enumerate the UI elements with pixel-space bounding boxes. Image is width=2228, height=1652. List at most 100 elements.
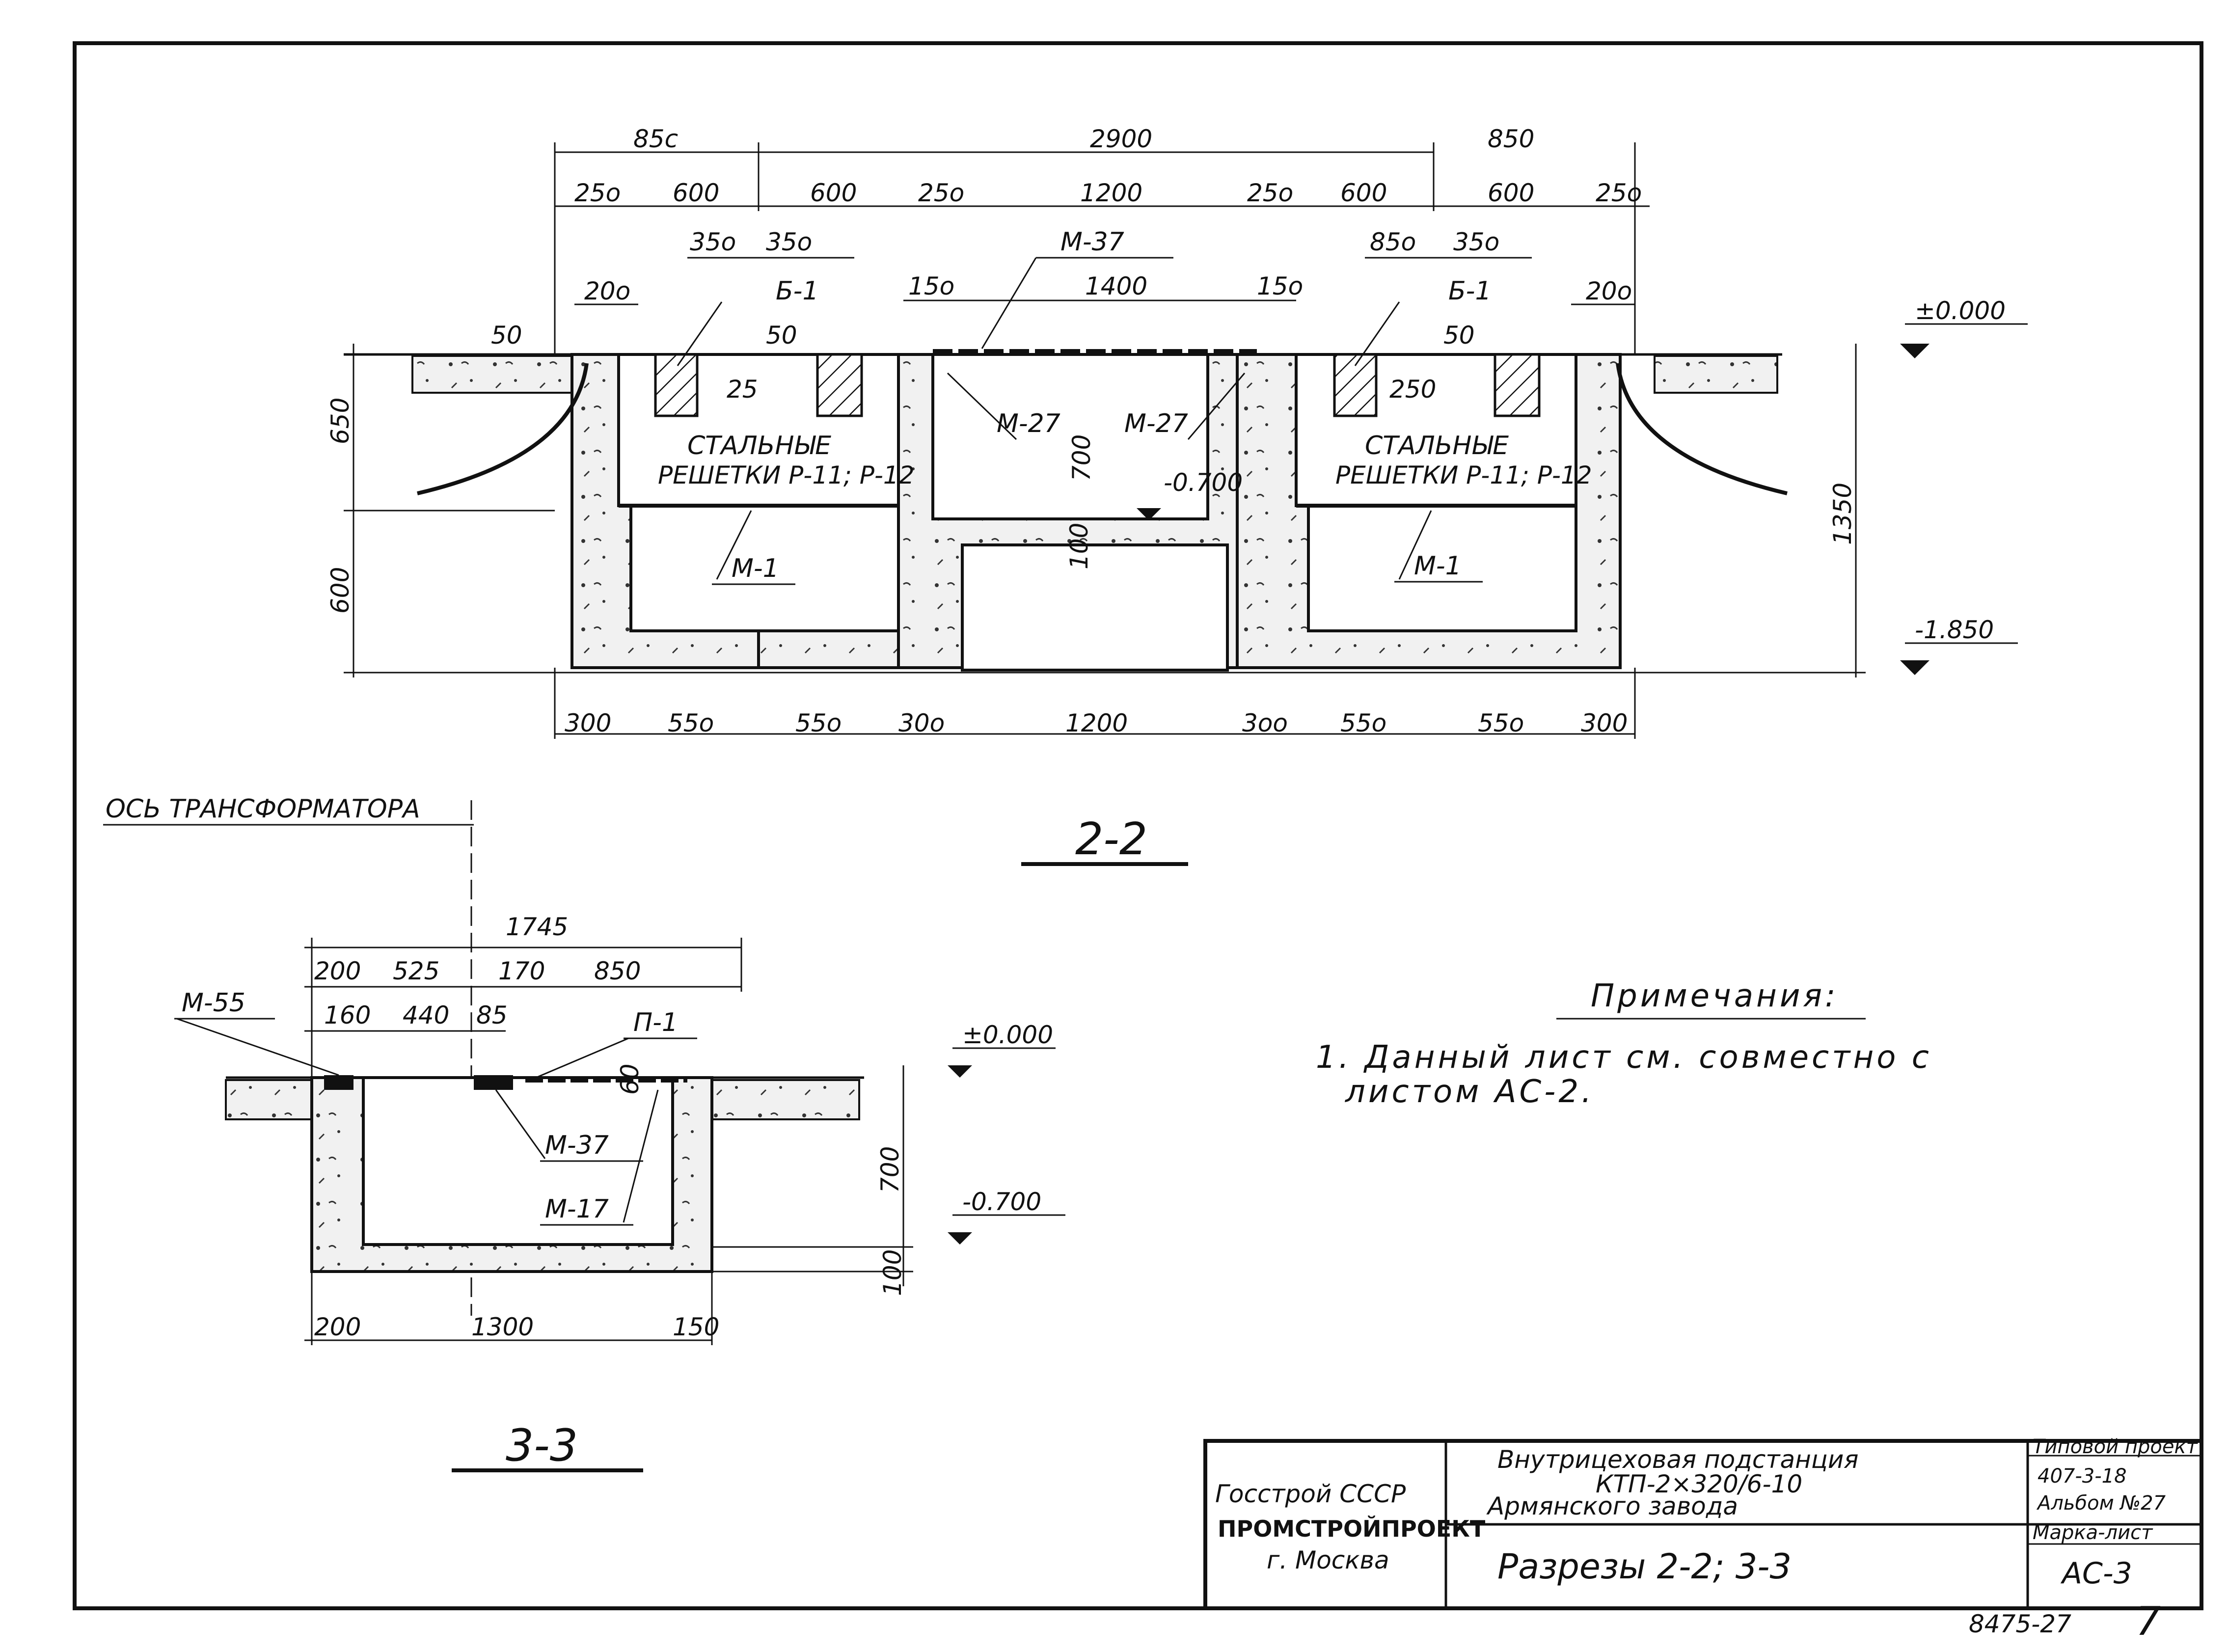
notes: Примечания: 1. Данный лист см. совместно… (1316, 978, 1932, 1110)
album: Альбом №27 (2036, 1492, 2166, 1515)
pit-right-lower-void (1307, 504, 1577, 632)
label-b1-left: Б-1 (776, 276, 819, 306)
page-number: 7 (2136, 1598, 2161, 1644)
level-marker-0700 (1137, 508, 1161, 520)
dim-600: 600 (326, 567, 354, 614)
dim-top-overall-2: 2900 (1090, 125, 1152, 153)
floor-slab-3-3-left (225, 1079, 315, 1120)
dim-top-detail-6: 25o (1247, 179, 1293, 207)
block-b1-right-a (1333, 353, 1378, 417)
leader-b1-left (677, 301, 723, 366)
label-b1-right: Б-1 (1448, 276, 1492, 306)
dim-top-detail-4: 25o (918, 179, 964, 207)
dim-bottom-1: 300 (565, 709, 611, 737)
notes-heading: Примечания: (1591, 978, 1839, 1014)
label-m27-right: М-27 (1124, 409, 1188, 438)
leader-m37-3-3 (495, 1089, 546, 1159)
leader-p1 (530, 1037, 629, 1081)
dim-3-3-second-3: 85 (476, 1001, 508, 1029)
dim-50-mid-left: 50 (766, 321, 797, 350)
dim-3-3-second-1: 160 (324, 1001, 371, 1029)
sheet-title: Разрезы 2-2; 3-3 (1497, 1546, 1792, 1587)
level-marker-3-3-zero (948, 1065, 972, 1078)
section-2-2-title: 2-2 (1075, 813, 1147, 865)
notes-line-1: 1. Данный лист см. совместно с (1316, 1039, 1932, 1076)
dim-1400: 1400 (1085, 272, 1147, 300)
dim-3-3-bottom-2: 1300 (471, 1313, 534, 1341)
dim-3-3-700: 700 (876, 1146, 904, 1193)
dim-top-detail-2: 600 (673, 179, 719, 207)
dim-700: 700 (1067, 434, 1096, 481)
dim-top-overall-1: 85c (633, 125, 678, 153)
leader-b1-right (1354, 301, 1400, 366)
level-0700-text: -0.700 (1164, 468, 1243, 497)
leader-m27-right (1187, 373, 1246, 440)
label-grate-right-2: РЕШЕТКИ Р-11; Р-12 (1335, 461, 1592, 489)
dim-50-left: 50 (491, 321, 522, 350)
dim-top-detail-8: 600 (1488, 179, 1534, 207)
dim-bottom-3: 55o (795, 709, 842, 737)
block-b1-right-b (1494, 353, 1541, 417)
leader-m17 (623, 1089, 659, 1223)
inventory-number: 8475-27 (1969, 1610, 2071, 1638)
floor-slab-right (1654, 355, 1778, 394)
typical-label: Типовой проект (2033, 1435, 2199, 1458)
org-line-2: ПРОМСТРОЙПРОЕКТ (1218, 1516, 1486, 1542)
dim-100: 100 (1065, 523, 1093, 569)
duct-right (1616, 363, 1788, 495)
label-p1: П-1 (633, 1008, 678, 1037)
dim-150-left: 15o (908, 272, 954, 300)
dim-3-3-total: 1745 (506, 913, 568, 941)
label-grate-left-1: СТАЛЬНЫЕ (687, 431, 831, 460)
dim-bottom-6: 3oo (1242, 709, 1288, 737)
org-line-3: г. Москва (1267, 1546, 1389, 1574)
dim-block-left-2: 35o (766, 228, 812, 256)
dim-bottom-2: 55o (668, 709, 714, 737)
center-channel-void (931, 353, 1209, 520)
project-line-2: КТП-2×320/6-10 (1596, 1470, 1802, 1498)
section-2-2: 85c 2900 850 25o 600 600 25o 1200 25o 60… (326, 125, 2028, 866)
dim-bottom-5: 1200 (1065, 709, 1128, 737)
sheet-frame (73, 41, 2203, 1610)
dim-3-3-second-2: 440 (403, 1001, 449, 1029)
label-m55: М-55 (182, 988, 245, 1018)
label-m27-left: М-27 (997, 409, 1060, 438)
dim-top-detail-3: 600 (810, 179, 857, 207)
label-m17: М-17 (545, 1194, 609, 1224)
leader-m1-right (1398, 510, 1432, 580)
level-3-3-zero-text: ±0.000 (962, 1021, 1053, 1049)
dim-250-right: 250 (1389, 375, 1436, 404)
dim-3-3-top-2: 525 (393, 957, 439, 985)
dim-bottom-4: 30o (898, 709, 945, 737)
label-grate-right-1: СТАЛЬНЫЕ (1365, 431, 1509, 460)
label-m37-3-3: М-37 (545, 1131, 609, 1160)
dim-1350: 1350 (1828, 483, 1857, 545)
plate-m37 (474, 1075, 513, 1090)
leader-m27-left (947, 372, 1017, 440)
dim-block-right-1: 85o (1370, 228, 1416, 256)
section-3-3: ОСЬ ТРАНСФОРМАТОРА (103, 794, 1065, 1472)
dim-bottom-7: 55o (1340, 709, 1386, 737)
dim-3-3-top-4: 850 (594, 957, 641, 985)
dim-top-detail-9: 25o (1596, 179, 1642, 207)
leader-m37 (981, 257, 1037, 349)
dim-bottom-9: 300 (1581, 709, 1628, 737)
section-3-3-title: 3-3 (506, 1420, 578, 1471)
block-b1-left-b (816, 353, 863, 417)
dim-3-3-bottom-1: 200 (314, 1313, 361, 1341)
label-m1-left: М-1 (732, 554, 779, 583)
axis-label: ОСЬ ТРАНСФОРМАТОРА (106, 794, 420, 824)
dim-top-detail-7: 600 (1340, 179, 1387, 207)
dim-3-3-60: 60 (616, 1063, 644, 1095)
level-marker-zero (1900, 344, 1929, 358)
pit-left-lower-void (629, 504, 900, 632)
dim-3-3-top-1: 200 (314, 957, 361, 985)
org-line-1: Госстрой СССР (1215, 1480, 1406, 1508)
dim-block-left-1: 35o (690, 228, 736, 256)
project-line-3: Армянского завода (1486, 1492, 1738, 1520)
level-marker-3-3-0700 (948, 1232, 972, 1245)
project-line-1: Внутрицеховая подстанция (1497, 1445, 1858, 1474)
notes-line-2: листом АС-2. (1344, 1074, 1594, 1110)
